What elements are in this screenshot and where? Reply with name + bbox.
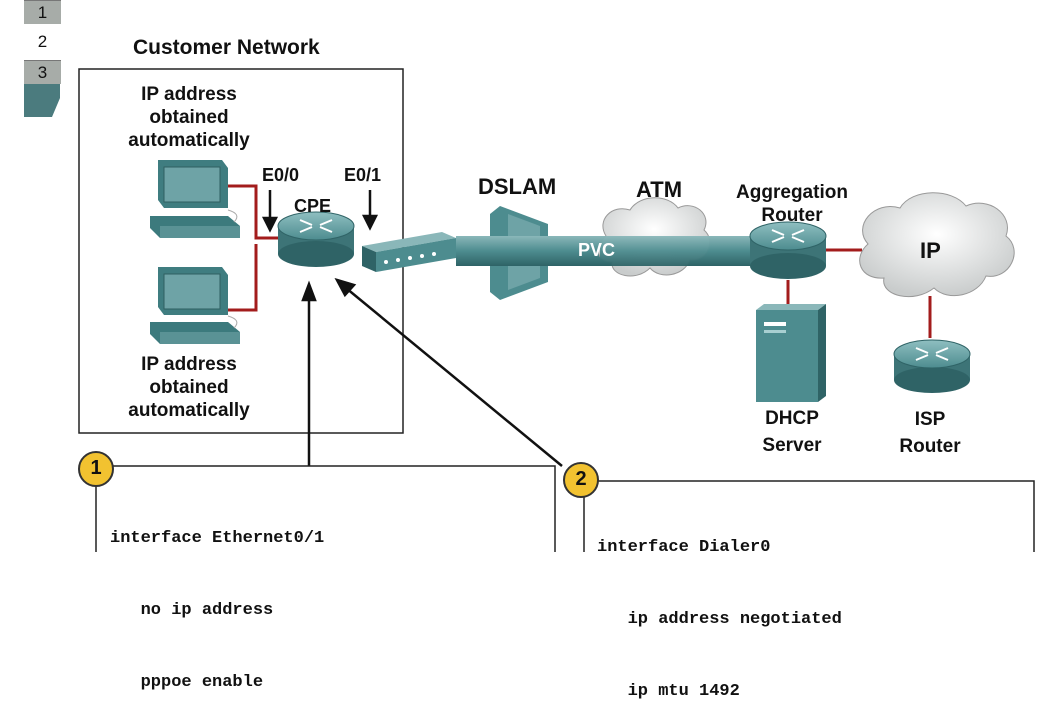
customer-network-title: Customer Network xyxy=(133,36,320,59)
tab-2[interactable]: 2 xyxy=(24,30,61,53)
tab-3[interactable]: 3 xyxy=(24,60,61,84)
dhcp-server-label: DHCP Server xyxy=(762,408,822,456)
callout-1-code: interface Ethernet0/1 no ip address pppo… xyxy=(110,479,324,719)
callout-1-marker xyxy=(78,451,114,487)
callout-1-number: 1 xyxy=(90,457,102,479)
tab-1[interactable]: 1 xyxy=(24,0,61,24)
aggregation-router-label: Aggregation Router xyxy=(736,182,848,226)
cpe-label: CPE xyxy=(294,196,332,216)
callout-1-box xyxy=(95,465,556,552)
callout-pointers xyxy=(301,277,563,467)
pc-top-label: IP address obtained automatically xyxy=(128,84,250,151)
network-diagram xyxy=(78,68,1035,552)
isp-router-label: ISP Router xyxy=(899,409,961,457)
pc-bottom-label: IP address obtained automatically xyxy=(128,354,250,421)
ip-cloud-label: IP xyxy=(920,238,941,263)
code-line: interface Ethernet0/1 xyxy=(110,529,325,548)
aggregation-router-icon xyxy=(749,221,827,279)
code-line: ip mtu 1492 xyxy=(597,682,740,701)
pc-top-icon xyxy=(150,160,240,238)
dhcp-server-icon xyxy=(756,304,826,402)
e00-label: E0/0 xyxy=(262,165,300,185)
callout-2-number: 2 xyxy=(575,468,587,490)
code-line: no ip address xyxy=(110,601,274,620)
isp-router-icon xyxy=(893,339,971,393)
code-line: pppoe enable xyxy=(110,673,264,692)
cpe-router-icon xyxy=(277,211,355,267)
callout-2-marker xyxy=(563,462,599,498)
pvc-label: PVC xyxy=(578,240,616,260)
provider-links xyxy=(786,248,932,338)
e01-label: E0/1 xyxy=(344,165,382,185)
dslam-label: DSLAM xyxy=(478,174,557,199)
tab-shape-icon xyxy=(24,84,60,117)
pc-bottom-icon xyxy=(150,267,240,344)
code-line: interface Dialer0 xyxy=(597,538,771,557)
atm-label: ATM xyxy=(636,177,683,202)
dsl-modem-icon xyxy=(362,232,456,272)
code-line: ip address negotiated xyxy=(597,610,842,629)
interface-arrows xyxy=(261,190,379,233)
callout-2-box xyxy=(583,480,1035,552)
callout-2-code: interface Dialer0 ip address negotiated … xyxy=(597,488,842,728)
lan-links xyxy=(228,184,278,312)
ip-cloud-icon xyxy=(859,192,1015,298)
